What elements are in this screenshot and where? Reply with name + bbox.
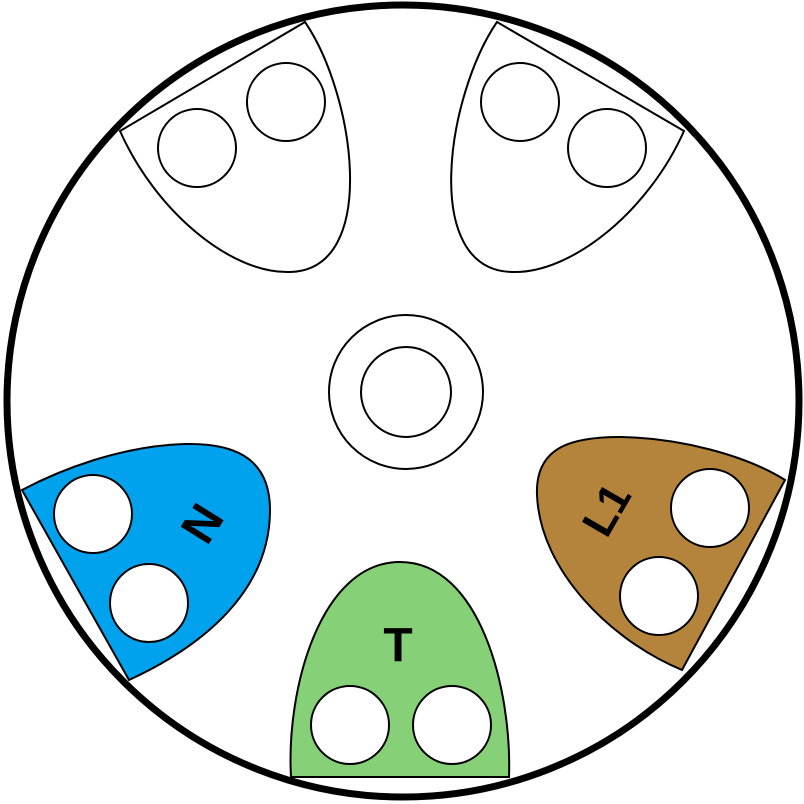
pin-slot-top-right (450, 20, 686, 274)
pin-hole (619, 556, 699, 636)
pin-hole (53, 474, 133, 554)
center-pin-hole (360, 346, 452, 438)
terminal-neutral: N (20, 442, 272, 682)
center-pin (328, 314, 484, 470)
pin-slot-top-left (118, 20, 352, 274)
pin-hole (670, 468, 750, 548)
pin-hole (480, 62, 560, 142)
terminal-earth: T (289, 560, 511, 778)
pin-hole (109, 563, 189, 643)
pin-hole (567, 108, 647, 188)
terminal-live: L1 (535, 435, 787, 672)
terminal-earth-label: T (383, 620, 412, 673)
pin-hole (310, 685, 390, 765)
pin-hole (246, 62, 326, 142)
pin-hole (157, 108, 237, 188)
pin-hole (412, 685, 492, 765)
